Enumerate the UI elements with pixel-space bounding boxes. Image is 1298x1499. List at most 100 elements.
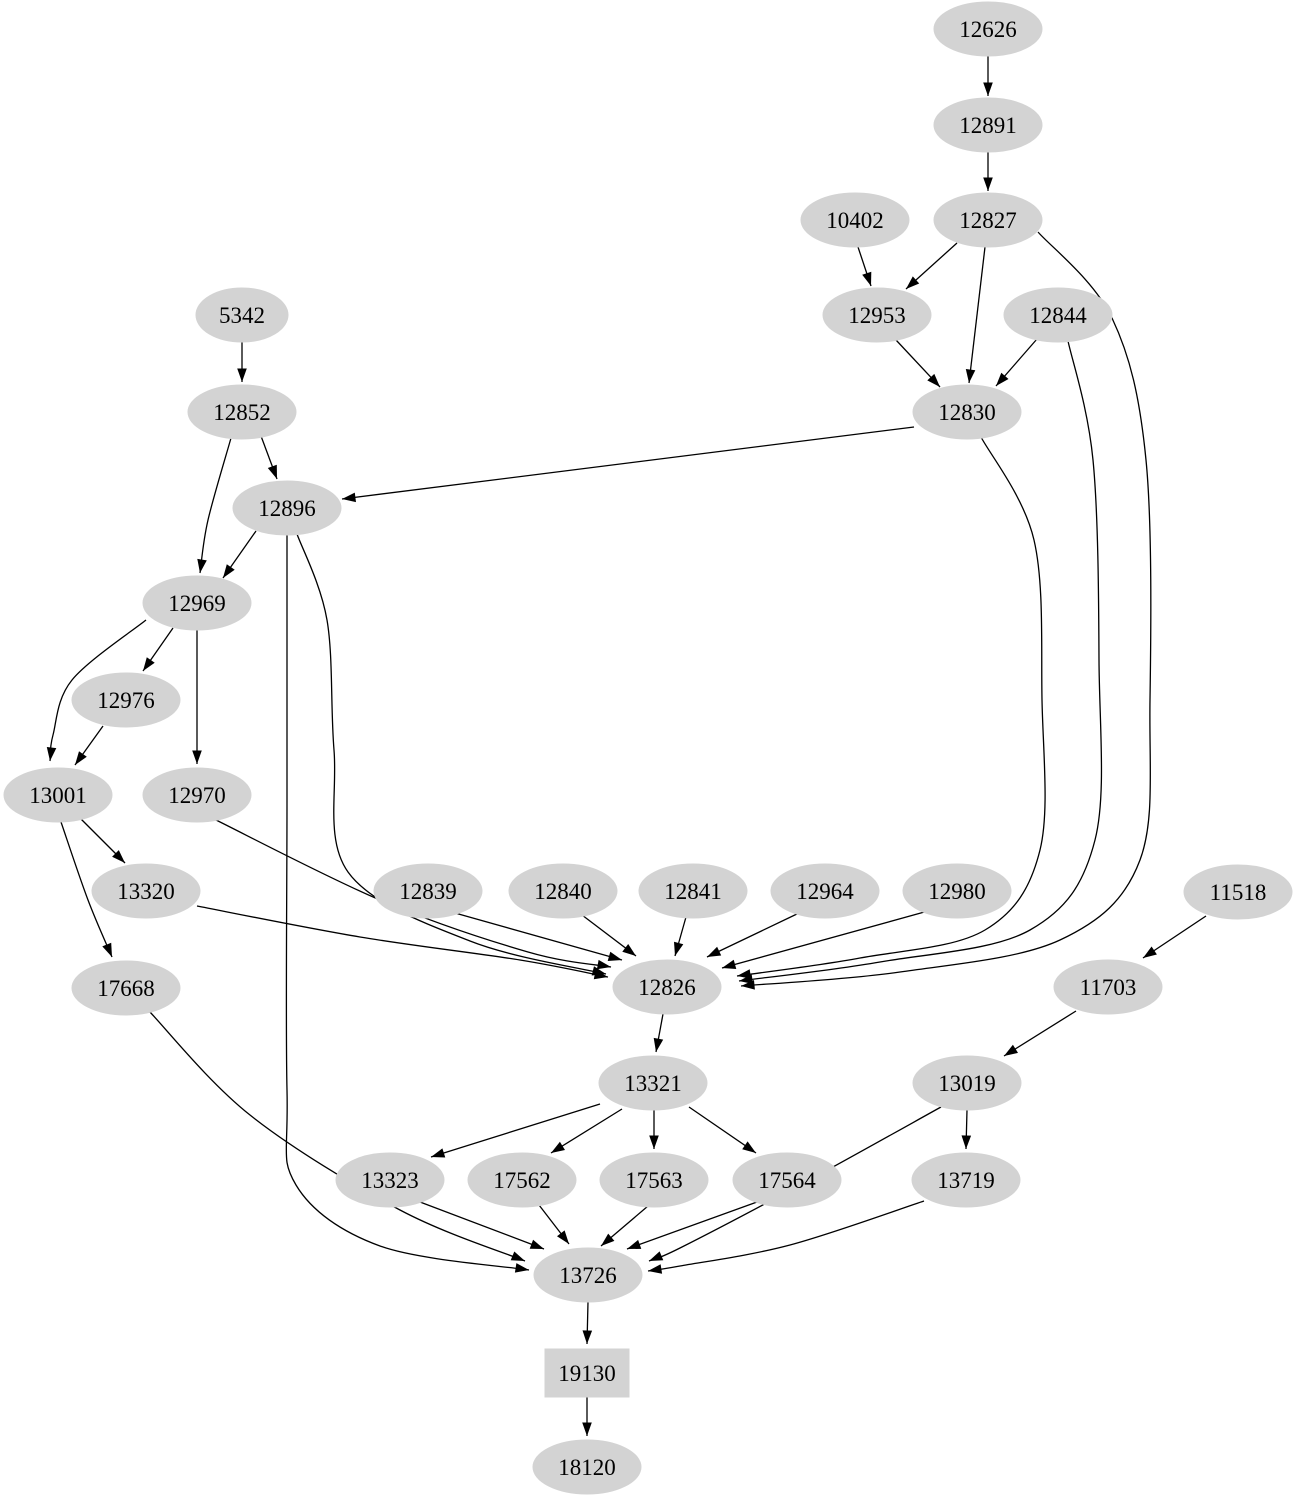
node-11518: 11518 (1183, 864, 1293, 920)
node-12953: 12953 (822, 287, 932, 343)
edge-12839-12826 (454, 912, 623, 961)
edge-arrowhead-icon (46, 747, 57, 761)
edge-12980-12826 (721, 910, 929, 969)
node-label-12976: 12976 (97, 688, 155, 713)
edge-12827-12830 (965, 246, 986, 384)
edge-arrowhead-icon (514, 1263, 529, 1273)
node-label-11703: 11703 (1080, 975, 1137, 1000)
node-label-12953: 12953 (848, 303, 906, 328)
edge-arrowhead-icon (582, 1330, 593, 1344)
node-ellipse-shape (195, 287, 289, 343)
node-label-12852: 12852 (213, 400, 271, 425)
edge-arrowhead-icon (965, 369, 976, 383)
node-ellipse-shape (912, 1055, 1022, 1111)
edge-12626-12891 (983, 56, 993, 96)
edge-11703-13019 (1003, 1010, 1077, 1057)
edge-17564-13726 (626, 1201, 758, 1250)
edge-13321-13323 (430, 1103, 601, 1158)
node-ellipse-shape (3, 767, 113, 823)
edge-line (454, 912, 623, 961)
edge-arrowhead-icon (983, 177, 993, 191)
node-label-10402: 10402 (826, 208, 884, 233)
node-label-19130: 19130 (558, 1361, 616, 1386)
node-12964: 12964 (770, 863, 880, 919)
node-label-18120: 18120 (558, 1455, 616, 1480)
edge-arrowhead-icon (742, 1141, 756, 1153)
edge-12852-12896 (260, 435, 278, 480)
node-ellipse-shape (533, 1247, 643, 1303)
edge-19130-18120 (582, 1397, 592, 1436)
node-17564: 17564 (732, 1152, 842, 1208)
node-17668: 17668 (71, 960, 181, 1016)
node-label-13726: 13726 (559, 1263, 617, 1288)
edge-12896-12969 (222, 530, 257, 579)
edge-line (706, 912, 800, 958)
node-ellipse-shape (91, 863, 201, 919)
node-label-12830: 12830 (938, 400, 996, 425)
edge-arrowhead-icon (722, 959, 737, 969)
node-ellipse-shape (638, 863, 748, 919)
node-ellipse-shape (508, 863, 618, 919)
node-11703: 11703 (1053, 959, 1163, 1015)
node-ellipse-shape (933, 192, 1043, 248)
node-label-12970: 12970 (168, 783, 226, 808)
edge-arrowhead-icon (1004, 1044, 1018, 1056)
edges-layer (46, 56, 1207, 1436)
edge-line (626, 1201, 758, 1250)
node-13019: 13019 (912, 1055, 1022, 1111)
edge-13320-12826 (196, 905, 609, 980)
node-label-13001: 13001 (29, 783, 87, 808)
edge-12830-12896 (341, 426, 915, 503)
edge-line (550, 1108, 623, 1154)
node-label-12896: 12896 (258, 496, 316, 521)
node-12969: 12969 (142, 575, 252, 631)
edge-arrowhead-icon (342, 492, 356, 503)
edge-12827-12953 (905, 242, 958, 290)
edge-12953-12830 (895, 339, 941, 388)
node-label-17564: 17564 (758, 1168, 816, 1193)
edge-13323-13726 (419, 1201, 545, 1250)
node-label-17563: 17563 (625, 1168, 683, 1193)
node-label-12839: 12839 (399, 879, 457, 904)
node-ellipse-shape (232, 480, 342, 536)
node-ellipse-shape (822, 287, 932, 343)
edge-12830-12826 (736, 436, 1046, 979)
edge-13001-17668 (60, 821, 113, 958)
node-12839: 12839 (373, 863, 483, 919)
edge-13726-19130 (582, 1301, 593, 1345)
node-12891: 12891 (933, 97, 1043, 153)
node-ellipse-shape (187, 384, 297, 440)
node-ellipse-shape (1003, 287, 1113, 343)
node-ellipse-shape (532, 1439, 642, 1495)
node-ellipse-shape (598, 1055, 708, 1111)
node-ellipse-shape (142, 767, 252, 823)
edge-line (648, 1106, 942, 1262)
edge-12852-12969 (197, 437, 232, 574)
node-label-17668: 17668 (97, 976, 155, 1001)
edge-arrowhead-icon (75, 751, 87, 765)
node-12827: 12827 (933, 192, 1043, 248)
edge-line (688, 1106, 757, 1154)
node-ellipse-shape (71, 672, 181, 728)
node-label-12844: 12844 (1029, 303, 1087, 328)
node-ellipse-shape (599, 1152, 709, 1208)
edge-11518-11703 (1142, 915, 1207, 959)
edge-arrowhead-icon (707, 946, 722, 957)
edge-12840-12826 (581, 914, 637, 957)
node-label-12826: 12826 (638, 975, 696, 1000)
edge-arrowhead-icon (593, 969, 608, 980)
node-label-13323: 13323 (361, 1168, 419, 1193)
edge-arrowhead-icon (529, 1239, 544, 1249)
edge-arrowhead-icon (197, 558, 207, 573)
node-label-12980: 12980 (928, 879, 986, 904)
node-12841: 12841 (638, 863, 748, 919)
edge-arrowhead-icon (607, 951, 622, 961)
edge-line (213, 818, 612, 968)
node-label-13719: 13719 (937, 1168, 995, 1193)
node-12970: 12970 (142, 767, 252, 823)
edge-12969-13001 (46, 619, 147, 762)
edge-10402-12953 (857, 246, 872, 287)
edge-arrowhead-icon (223, 564, 235, 578)
